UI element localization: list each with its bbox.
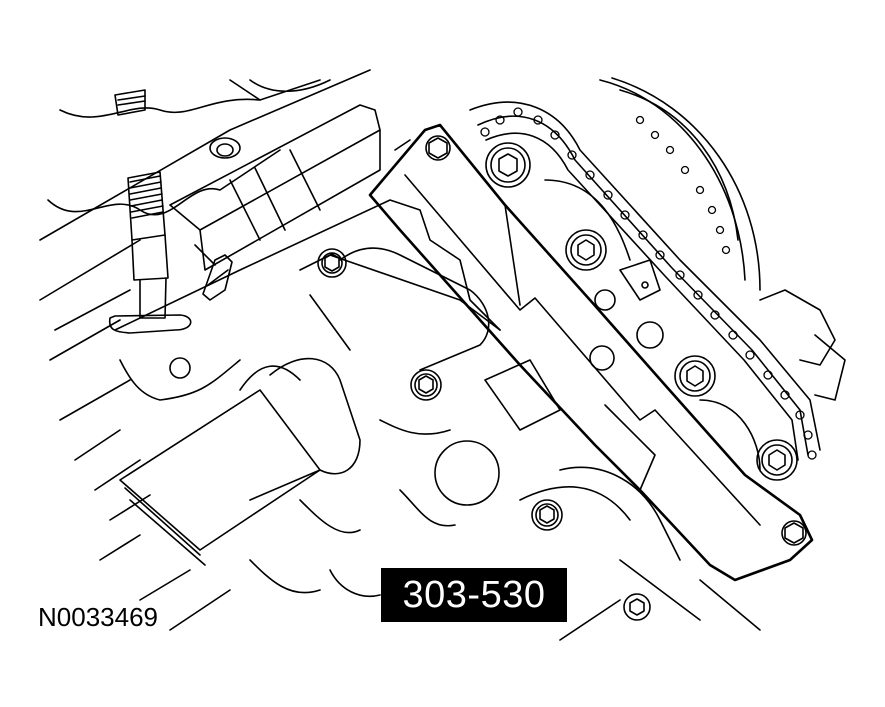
timing-chain-assembly — [469, 77, 846, 481]
sprocket-bolt — [565, 229, 607, 271]
alignment-tool-303-530 — [368, 123, 814, 582]
tool-bolt — [425, 135, 451, 161]
camshaft-rail — [169, 104, 381, 271]
journal-bolt — [531, 499, 563, 531]
tool-number-callout: 303-530 — [381, 568, 567, 622]
journal-bolt — [410, 369, 442, 401]
sprocket-bolt — [674, 355, 716, 397]
threaded-bolt — [108, 89, 192, 334]
tool-bolt — [781, 520, 807, 546]
journal-bolt — [623, 593, 651, 621]
cylinder-head-outline — [39, 69, 371, 631]
camshaft-journals — [114, 199, 761, 641]
journal-bolt — [317, 248, 347, 278]
sprocket-bolt — [756, 439, 798, 481]
sensor-connector — [194, 244, 233, 301]
sprocket-bolt — [485, 142, 531, 188]
figure-id: N0033469 — [38, 602, 158, 632]
